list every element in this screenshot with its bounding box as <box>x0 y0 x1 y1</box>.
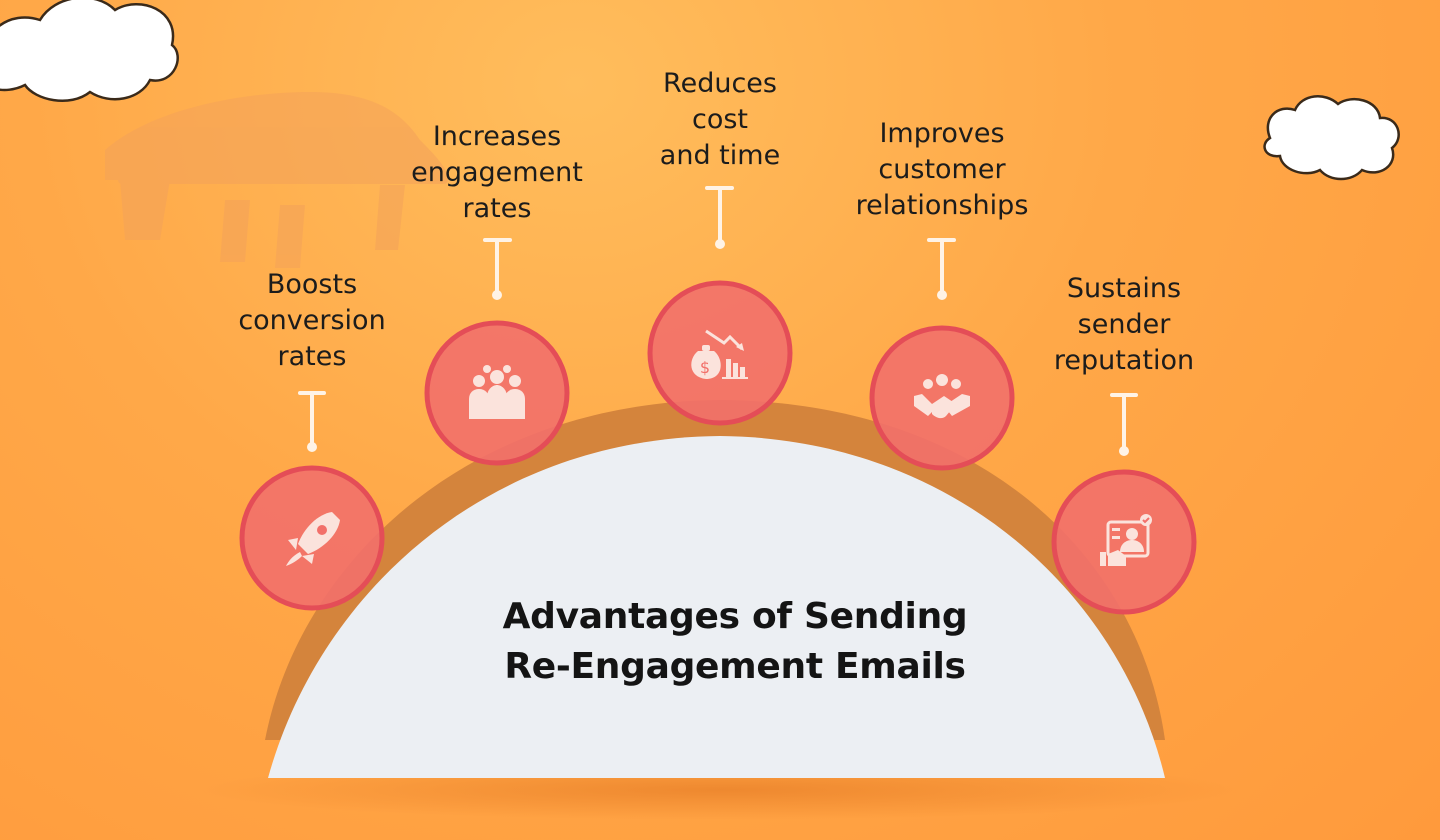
connector-2 <box>483 238 512 300</box>
label-reduces-cost: Reduces cost and time <box>590 66 850 174</box>
label-sustains-reputation: Sustains sender reputation <box>994 271 1254 379</box>
label-line: customer <box>878 154 1006 185</box>
connectors <box>298 186 1138 456</box>
label-line: conversion <box>238 305 386 336</box>
handshake-icon <box>914 374 970 419</box>
label-line: Improves <box>879 118 1005 149</box>
cloud-top-left <box>0 0 179 102</box>
money-bag-chart-down-icon: $ <box>691 329 748 379</box>
label-line: Boosts <box>266 269 358 300</box>
background-decoration <box>105 92 448 268</box>
label-line: rates <box>277 341 347 372</box>
title-line-1: Advantages of Sending <box>502 596 968 637</box>
label-boosts-conversion: Boosts conversion rates <box>182 267 442 375</box>
circle-3 <box>647 280 793 426</box>
connector-4 <box>927 238 956 300</box>
svg-text:$: $ <box>700 358 710 377</box>
team-icon <box>469 365 525 419</box>
connector-3 <box>705 186 734 249</box>
label-line: relationships <box>855 190 1029 221</box>
label-line: Reduces <box>663 68 777 99</box>
label-line: Increases <box>432 121 562 152</box>
dome <box>268 436 1165 778</box>
profile-badge-icon <box>1100 514 1152 566</box>
label-improves-relationships: Improves customer relationships <box>812 116 1072 224</box>
label-line: cost <box>691 104 749 135</box>
title-line-2: Re-Engagement Emails <box>504 646 966 687</box>
label-line: Sustains <box>1066 273 1182 304</box>
rocket-icon <box>286 512 340 566</box>
label-line: and time <box>659 140 781 171</box>
label-line: sender <box>1077 309 1171 340</box>
connector-1 <box>298 391 326 452</box>
label-line: rates <box>462 193 532 224</box>
circle-5 <box>1051 469 1197 615</box>
label-line: reputation <box>1053 345 1195 376</box>
main-title: Advantages of Sending Re-Engagement Emai… <box>435 592 1035 692</box>
cloud-top-right <box>1263 95 1400 181</box>
connector-5 <box>1110 393 1138 456</box>
label-increases-engagement: Increases engagement rates <box>367 119 627 227</box>
label-line: engagement <box>411 157 583 188</box>
